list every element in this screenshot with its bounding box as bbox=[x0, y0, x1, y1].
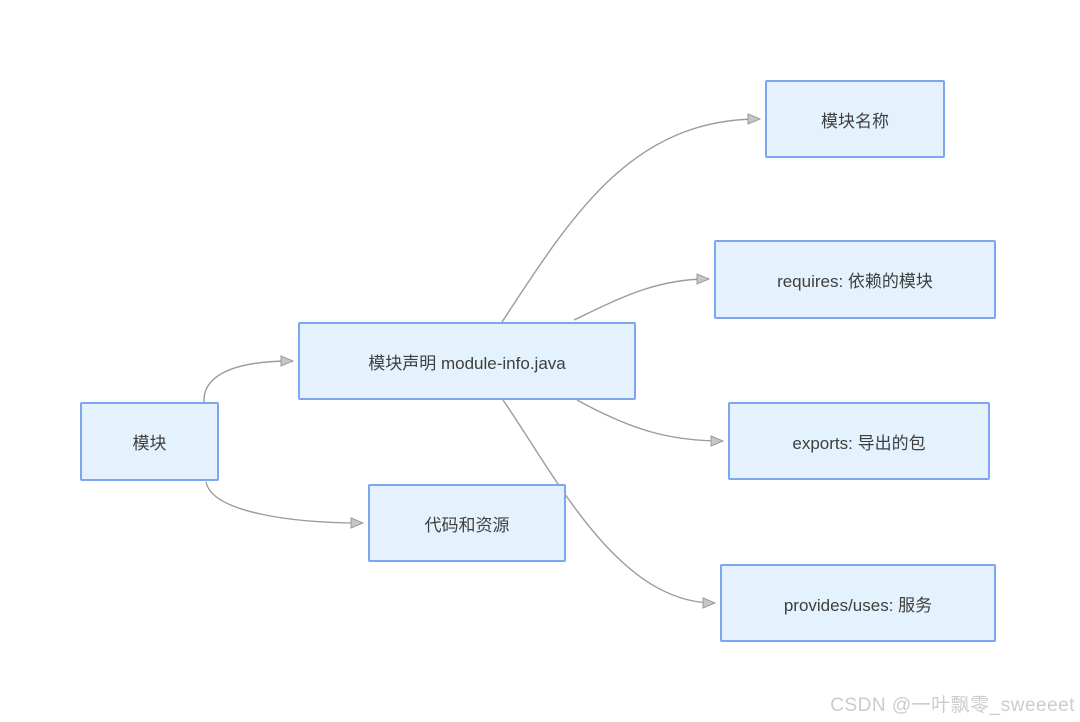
node-module-name: 模块名称 bbox=[765, 80, 945, 158]
watermark: CSDN @一叶飘零_sweeeet bbox=[830, 695, 1075, 716]
node-requires-label: requires: 依赖的模块 bbox=[777, 272, 933, 291]
node-exports-label: exports: 导出的包 bbox=[792, 433, 926, 453]
connector-declaration-to-exports bbox=[576, 399, 722, 441]
node-module-name-label: 模块名称 bbox=[821, 111, 889, 131]
node-provides-uses: provides/uses: 服务 bbox=[720, 564, 996, 642]
connector-module-to-declaration bbox=[203, 361, 292, 403]
node-exports: exports: 导出的包 bbox=[728, 402, 990, 480]
node-provides-uses-label: provides/uses: 服务 bbox=[783, 595, 933, 615]
node-module-declaration: 模块声明 module-info.java bbox=[298, 322, 636, 400]
node-code-resources-label: 代码和资源 bbox=[424, 515, 510, 535]
node-module-declaration-label: 模块声明 module-info.java bbox=[368, 353, 566, 373]
node-module-label: 模块 bbox=[132, 434, 167, 453]
node-code-resources: 代码和资源 bbox=[368, 484, 566, 562]
node-requires: requires: 依赖的模块 bbox=[714, 240, 996, 319]
node-module: 模块 bbox=[80, 402, 219, 481]
connector-declaration-to-requires bbox=[573, 279, 708, 321]
connector-module-to-code-resources bbox=[205, 481, 362, 523]
